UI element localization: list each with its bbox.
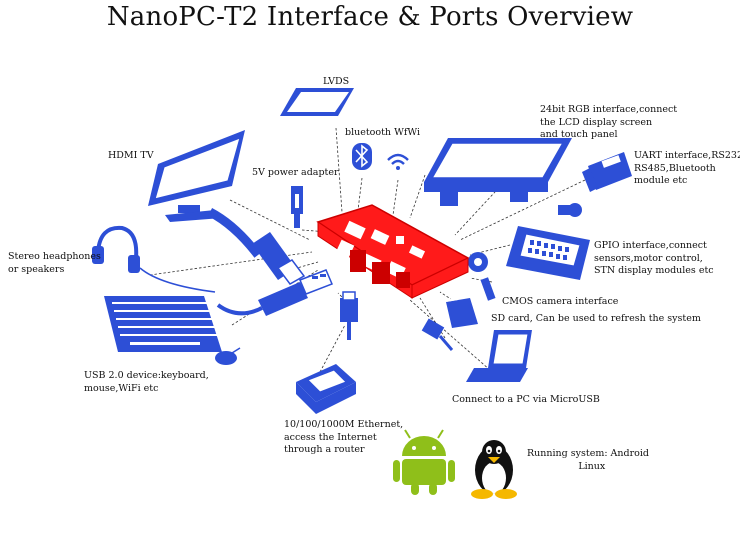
hdmi-tv-icon [148,130,245,222]
label-hdmi-tv: HDMI TV [108,150,154,161]
router-icon [296,364,356,414]
hdmi-cable-icon [207,208,306,285]
label-microusb-pc: Connect to a PC via MicroUSB [452,394,600,405]
usb-cable-icon [216,269,333,316]
gpio-lcd-module-icon [506,226,590,280]
ethernet-cable-icon [340,291,358,340]
label-ethernet: 10/100/1000M Ethernet, access the Intern… [284,419,404,455]
label-cmos-camera: CMOS camera interface [502,296,619,307]
label-power-adapter: 5V power adapter [252,167,339,178]
laptop-icon [466,330,532,382]
bluetooth-icon [352,143,372,170]
lcd-touch-panel-icon [424,138,572,206]
lvds-panel-icon [280,88,354,116]
label-sd-card: SD card, Can be used to refresh the syst… [491,313,701,324]
micro-usb-cable-icon [421,318,454,351]
label-rgb-interface: 24bit RGB interface,connect the LCD disp… [540,104,678,140]
linux-tux-icon [471,440,517,499]
label-headphones: Stereo headphones or speakers [8,251,101,275]
sd-card-icon [446,298,478,328]
power-adapter-icon [291,186,303,228]
wifi-icon [387,153,409,170]
board-icon [316,204,470,299]
headphones-icon [92,225,216,293]
mouse-icon [215,347,241,365]
label-bluetooth-wifi: bluetooth WfWi [345,127,420,138]
label-gpio: GPIO interface,connect sensors,motor con… [594,240,714,276]
label-lvds: LVDS [323,76,350,87]
label-usb-devices: USB 2.0 device:keyboard, mouse,WiFi etc [84,370,209,394]
label-running-system: Running system: Android Linux [527,448,649,472]
camera-module-icon [468,252,496,301]
label-uart: UART interface,RS232, RS485,Bluetooth mo… [634,150,740,186]
keyboard-icon [104,296,222,352]
android-icon [393,429,455,495]
uart-serial-icon [558,152,632,217]
page-title: NanoPC-T2 Interface & Ports Overview [106,2,634,32]
